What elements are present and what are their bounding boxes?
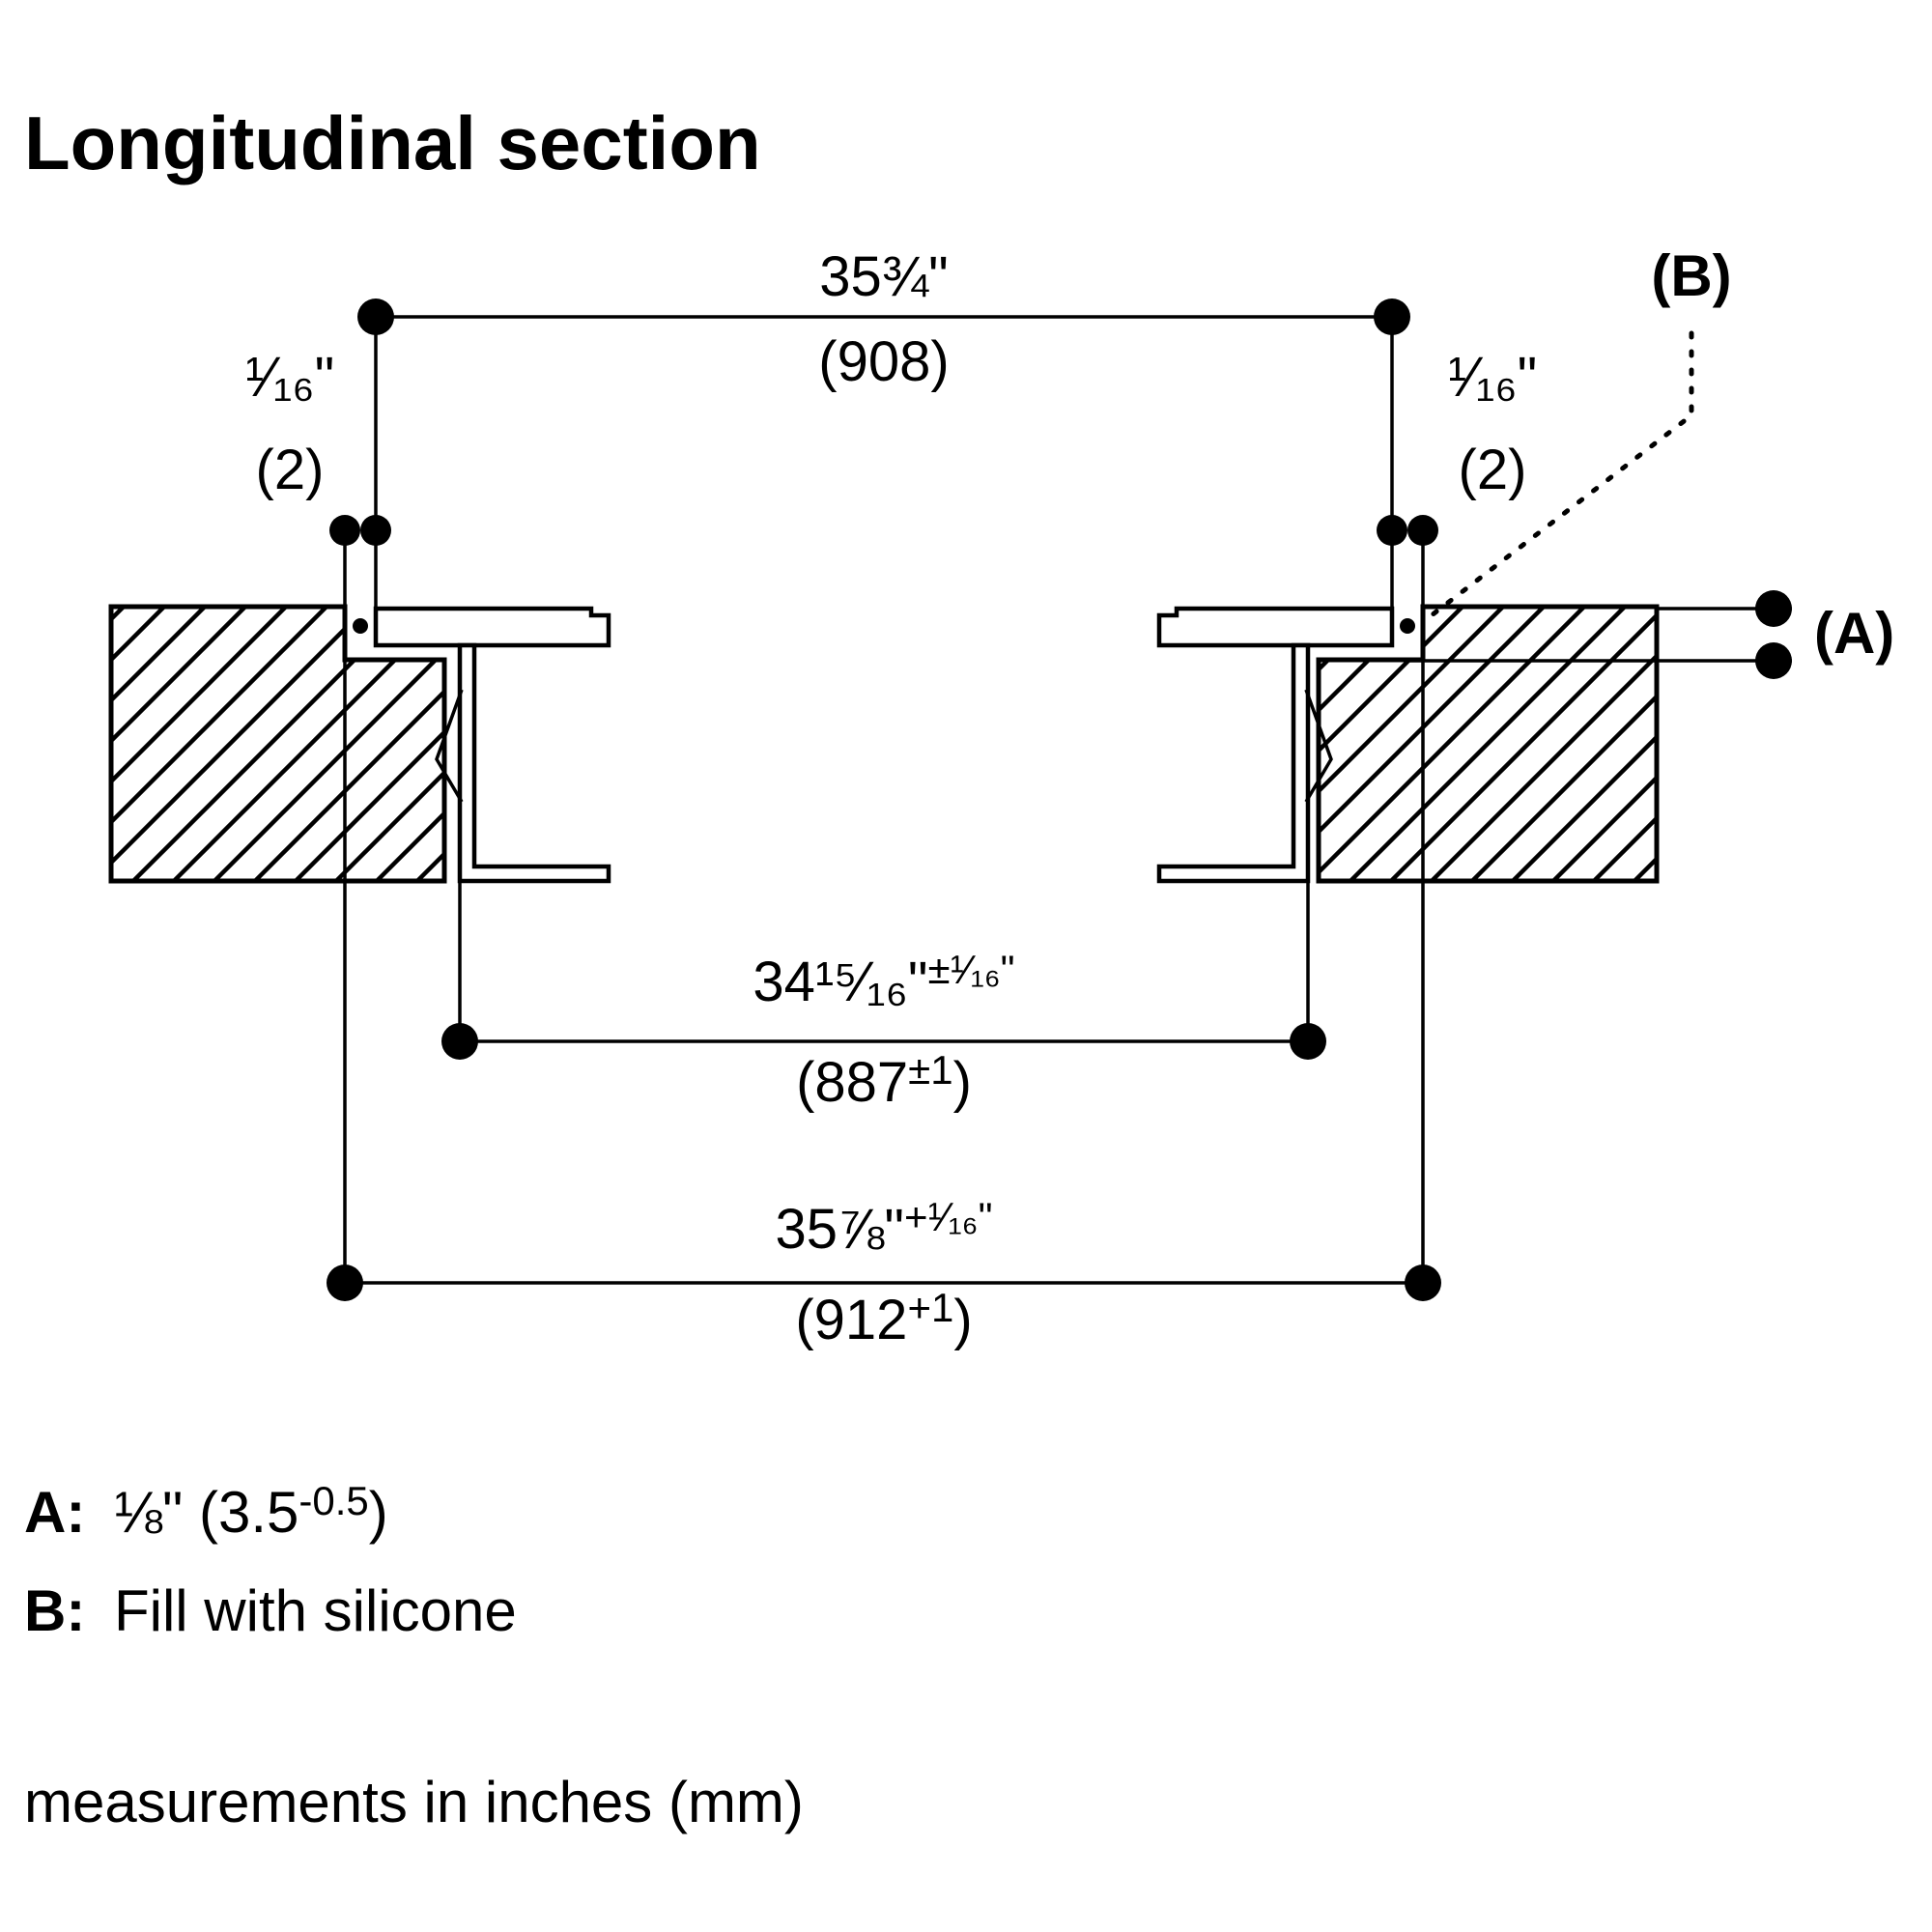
dim-dot: [360, 515, 391, 546]
units-note: measurements in inches (mm): [24, 1770, 804, 1834]
dim-value: 34¹⁵⁄₁₆": [753, 951, 927, 1013]
dim-text-inches: 34¹⁵⁄₁₆"±¹⁄₁₆": [753, 947, 1014, 1013]
frame-profile-right: [1156, 642, 1311, 884]
dim-tolerance: ±¹⁄₁₆": [928, 947, 1015, 992]
dim-dot: [1377, 515, 1407, 546]
dim-value-close: ): [953, 1051, 972, 1114]
cooktop-glass-right: [1156, 606, 1395, 648]
page-title: Longitudinal section: [24, 100, 761, 185]
frame-profile-left: [457, 642, 611, 884]
dim-text-mm: (2): [1459, 439, 1527, 501]
legend-a-value: ⅛" (3.5-0.5): [114, 1478, 388, 1545]
dim-tolerance: +1: [907, 1285, 953, 1330]
b-reference-label: (B): [1651, 243, 1731, 308]
mounting-clip-left: [435, 689, 464, 803]
dim-value: 35⅞": [775, 1198, 903, 1261]
dim-value-close: ): [953, 1289, 972, 1351]
annotation-a: (A): [1406, 590, 1894, 679]
dim-dot: [329, 515, 360, 546]
countertop-section-right: [1316, 604, 1660, 884]
annotation-b: (B): [1425, 243, 1732, 621]
legend-a-base: ⅛" (3.5: [114, 1480, 298, 1545]
dim-tolerance: ±1: [908, 1047, 952, 1093]
silicone-gap-dot-left: [353, 618, 368, 634]
dim-text-mm: (887±1): [796, 1047, 972, 1114]
dim-value: (912: [795, 1289, 907, 1351]
dimension-glass-width: 35¾" (908): [357, 245, 1410, 393]
dim-dot: [1407, 515, 1438, 546]
a-reference-label: (A): [1814, 601, 1894, 666]
legend-a-sup: -0.5: [298, 1478, 368, 1523]
dim-text-inches: 35¾": [819, 245, 948, 308]
dim-dot: [1755, 590, 1792, 627]
dim-text-mm: (2): [256, 439, 325, 501]
legend: A: ⅛" (3.5-0.5) B: Fill with silicone: [24, 1478, 517, 1643]
dim-dot: [1405, 1264, 1441, 1301]
dim-dot: [1374, 298, 1410, 335]
legend-a-key: A:: [24, 1480, 85, 1545]
dim-dot: [1290, 1023, 1326, 1060]
dim-text-inches: ¹⁄₁₆": [245, 346, 335, 409]
dim-dot: [441, 1023, 478, 1060]
dim-value: (887: [796, 1051, 908, 1114]
dim-text-inches: 35⅞"+¹⁄₁₆": [775, 1194, 992, 1261]
dimension-gap-right: ¹⁄₁₆" (2): [1377, 346, 1537, 546]
dim-tolerance: +¹⁄₁₆": [904, 1194, 993, 1239]
dim-dot: [327, 1264, 363, 1301]
dim-text-mm: (908): [818, 330, 949, 393]
dim-dot: [357, 298, 394, 335]
dim-text-inches: ¹⁄₁₆": [1448, 346, 1538, 409]
cooktop-glass-left: [373, 606, 611, 648]
silicone-gap-dot-right: [1400, 618, 1415, 634]
legend-b-key: B:: [24, 1578, 85, 1643]
mounting-clip-right: [1304, 689, 1333, 803]
dim-dot: [1755, 642, 1792, 679]
dimension-cutout-width: 35⅞"+¹⁄₁₆" (912+1): [327, 1194, 1441, 1351]
dim-text-mm: (912+1): [795, 1285, 972, 1351]
dimension-gap-left: ¹⁄₁₆" (2): [245, 346, 391, 546]
legend-b-value: Fill with silicone: [114, 1578, 517, 1643]
countertop-section-left: [108, 604, 447, 884]
dimension-frame-width: 34¹⁵⁄₁₆"±¹⁄₁₆" (887±1): [441, 881, 1326, 1114]
legend-a-close: ): [369, 1480, 388, 1545]
